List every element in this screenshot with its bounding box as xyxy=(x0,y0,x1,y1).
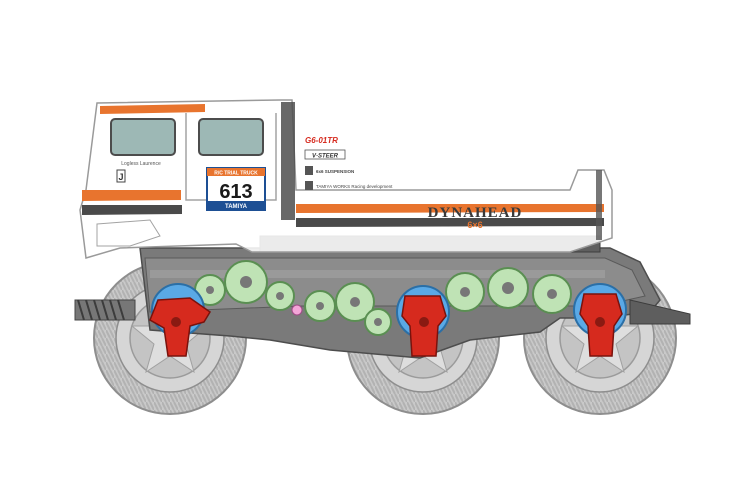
gear xyxy=(364,308,392,336)
gear xyxy=(445,272,485,312)
gear xyxy=(335,282,375,322)
gear xyxy=(265,281,295,311)
door-window xyxy=(198,118,264,156)
middle-hub xyxy=(396,285,450,357)
gear xyxy=(224,260,268,304)
gear-train xyxy=(194,260,572,336)
race-number: 613 xyxy=(219,181,252,203)
sponsor-2-logo: 6x6 SUSPENSION xyxy=(305,166,354,175)
driver-name: Logless Laurence xyxy=(121,161,161,167)
door-letter: J xyxy=(118,172,123,182)
gear xyxy=(487,267,529,309)
brand-sub: 6×6 xyxy=(467,220,482,230)
front-upright xyxy=(149,297,212,357)
gear xyxy=(304,290,336,322)
front-bumper-spring xyxy=(74,299,136,321)
rear-hub xyxy=(573,283,627,357)
race-number-plate: R/C TRIAL TRUCK 613 TAMIYA xyxy=(206,167,266,211)
rear-skid xyxy=(629,299,691,325)
gear xyxy=(532,274,572,314)
race-top-text: R/C TRIAL TRUCK xyxy=(214,171,258,177)
sponsor-3-text: TAMIYA WORKS Racing development xyxy=(316,184,393,189)
front-hub xyxy=(149,283,212,357)
sponsor-1-logo: V·STEER xyxy=(304,149,346,160)
sponsor-2-text: 6x6 SUSPENSION xyxy=(316,169,354,174)
sponsor-1-text: V·STEER xyxy=(312,154,339,160)
sponsor-3-logo: TAMIYA WORKS Racing development xyxy=(305,181,393,190)
race-bottom-text: TAMIYA xyxy=(225,204,248,210)
pink-bearing xyxy=(291,304,303,316)
body-shell xyxy=(79,99,613,259)
chassis-code: G6-01TR xyxy=(305,136,338,145)
side-window xyxy=(110,118,176,156)
brand-logo: DYNAHEAD xyxy=(428,205,523,221)
gear xyxy=(194,274,226,306)
